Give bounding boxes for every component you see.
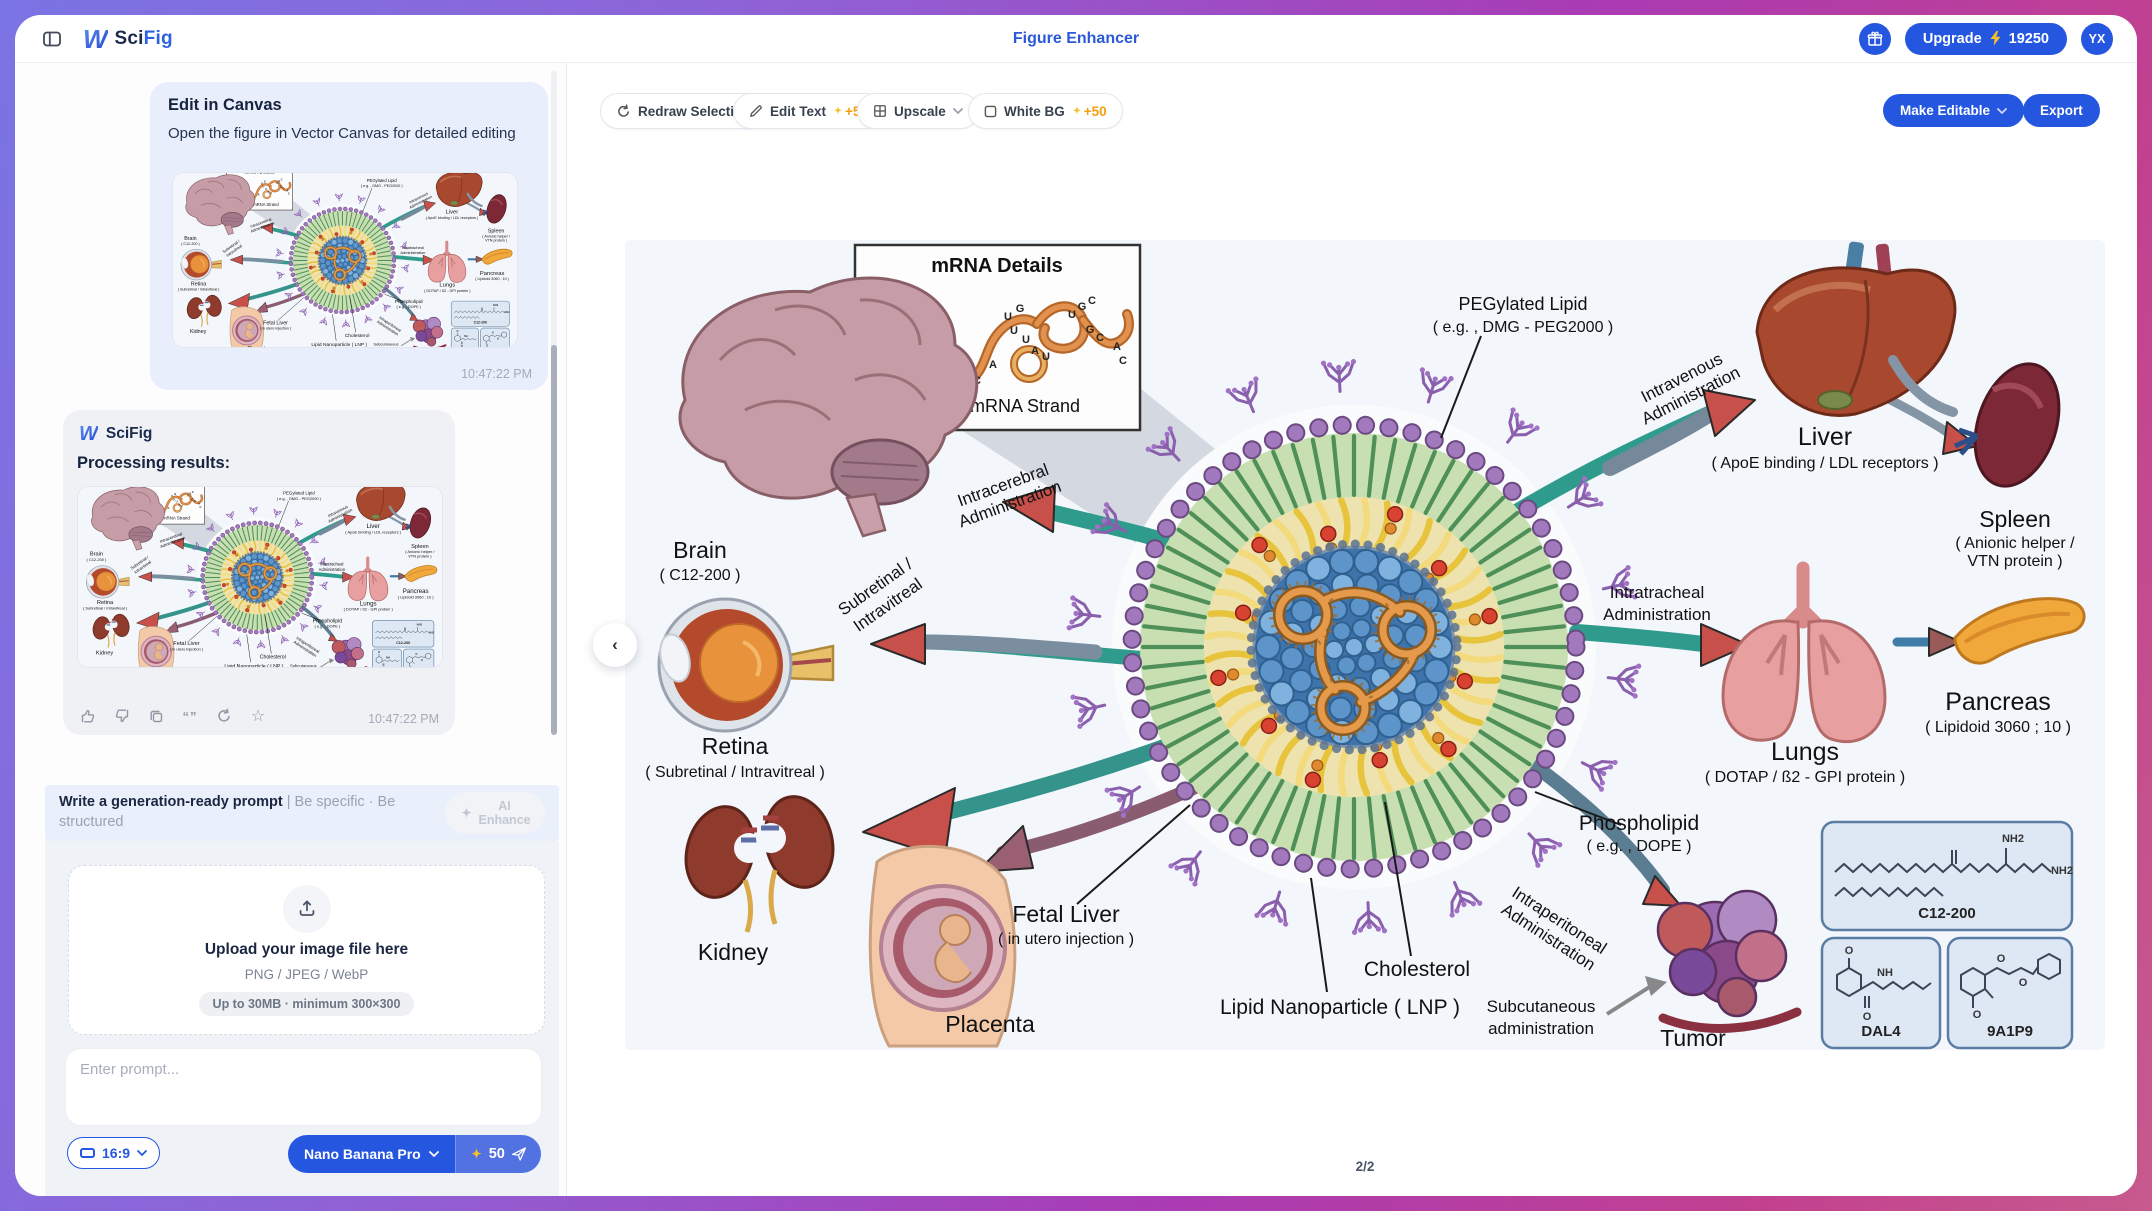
aspect-ratio-value: 16:9 [102, 1145, 131, 1161]
export-label: Export [2040, 103, 2083, 118]
thumbs-down-icon[interactable] [113, 707, 131, 725]
chevron-down-icon [952, 108, 963, 114]
brand-name-fig: Fig [143, 27, 173, 49]
image-upload-dropzone[interactable]: Upload your image file here PNG / JPEG /… [68, 865, 545, 1035]
send-plane-icon [511, 1147, 526, 1161]
upload-icon [282, 884, 331, 933]
export-button[interactable]: Export [2023, 94, 2100, 127]
page-indicator: 2/2 [1355, 1159, 1375, 1174]
top-bar: W SciFig Figure Enhancer Upgrade 19250 Y… [15, 15, 2137, 63]
ai-enhance-label: AI Enhance [478, 798, 531, 827]
quote-icon[interactable]: “” [182, 708, 198, 724]
page-title: Figure Enhancer [1012, 29, 1140, 47]
chevron-down-icon [1997, 107, 2007, 114]
redraw-icon [618, 103, 629, 117]
ai-enhance-button[interactable]: AI Enhance [445, 792, 545, 834]
thumbs-up-icon[interactable] [79, 707, 97, 725]
credits-count: 19250 [2008, 30, 2049, 47]
tip-separator: | [282, 794, 295, 810]
sparkle-icon [460, 806, 472, 818]
previous-page-button[interactable]: ‹ [593, 623, 637, 667]
sparkle-icon [1072, 106, 1081, 115]
rewards-button[interactable] [1858, 22, 1891, 55]
model-selector[interactable]: Nano Banana Pro [288, 1135, 455, 1173]
model-name: Nano Banana Pro [304, 1146, 421, 1162]
redraw-label: Redraw Selection [638, 103, 751, 119]
sidebar-toggle-icon[interactable] [39, 26, 65, 52]
grid-icon [874, 105, 886, 117]
make-editable-label: Make Editable [1900, 103, 1991, 118]
upload-formats: PNG / JPEG / WebP [244, 966, 369, 982]
send-cost: 50 [488, 1146, 505, 1162]
white-bg-cost: +50 [1083, 103, 1107, 119]
white-bg-label: White BG [1004, 103, 1065, 119]
app-window: W SciFig Figure Enhancer Upgrade 19250 Y… [15, 15, 2137, 1196]
brand-logo[interactable]: W SciFig [83, 26, 173, 52]
pencil-icon [750, 105, 762, 117]
composer-panel: Upload your image file here PNG / JPEG /… [45, 841, 559, 1196]
canvas-pane: Redraw Selection Edit Text +50 Upscale W… [567, 63, 2137, 1196]
prompt-input[interactable] [65, 1048, 542, 1126]
message-timestamp: 10:47:22 PM [461, 367, 532, 381]
gift-icon [1867, 31, 1883, 46]
main-figure[interactable] [625, 240, 2105, 1050]
aspect-ratio-selector[interactable]: 16:9 [67, 1137, 161, 1169]
processing-result-card: W SciFig Processing results: “” [63, 410, 455, 735]
sidebar-scrollbar-thumb[interactable] [551, 345, 557, 735]
prompt-tip-bar: Write a generation-ready prompt | Be spe… [45, 785, 559, 841]
tip-bold-text: Write a generation-ready prompt [59, 794, 283, 810]
scifig-logo-icon: W [79, 423, 98, 445]
white-bg-button[interactable]: White BG +50 [968, 93, 1123, 129]
copy-icon[interactable] [147, 707, 165, 725]
edit-text-label: Edit Text [770, 103, 827, 119]
user-avatar[interactable]: YX [2081, 22, 2113, 55]
aspect-ratio-icon [80, 1148, 95, 1158]
result-status-text: Processing results: [77, 454, 231, 472]
square-icon [984, 105, 997, 117]
lightning-icon [1990, 31, 2001, 46]
sparkle-icon [471, 1147, 482, 1159]
edit-card-body: Open the figure in Vector Canvas for det… [168, 125, 516, 142]
upscale-button[interactable]: Upscale [857, 93, 979, 129]
upgrade-button[interactable]: Upgrade 19250 [1904, 22, 2067, 55]
scifig-logo-icon: W [83, 23, 108, 54]
make-editable-button[interactable]: Make Editable [1883, 94, 2025, 127]
chevron-down-icon [428, 1151, 439, 1157]
brand-name-sci: Sci [114, 27, 144, 49]
figure-thumbnail[interactable] [172, 172, 518, 348]
message-timestamp: 10:47:22 PM [368, 712, 439, 726]
upload-limit-badge: Up to 30MB · minimum 300×300 [198, 991, 415, 1016]
upgrade-label: Upgrade [1922, 30, 1982, 47]
sparkle-icon [834, 106, 843, 115]
result-thumbnail[interactable] [77, 486, 443, 668]
send-button[interactable]: 50 [454, 1135, 541, 1173]
edit-in-canvas-card[interactable]: Edit in Canvas Open the figure in Vector… [150, 82, 548, 390]
chat-sidebar: Edit in Canvas Open the figure in Vector… [15, 63, 567, 1196]
regenerate-icon[interactable] [215, 707, 233, 725]
upscale-label: Upscale [894, 103, 946, 119]
upload-title: Upload your image file here [204, 940, 409, 958]
chevron-down-icon [137, 1150, 147, 1156]
edit-card-title: Edit in Canvas [168, 96, 282, 114]
tip-hint-text: Be specific · Be structured [59, 794, 396, 830]
assistant-name: SciFig [105, 425, 153, 442]
favorite-star-icon[interactable]: ☆ [250, 708, 266, 725]
